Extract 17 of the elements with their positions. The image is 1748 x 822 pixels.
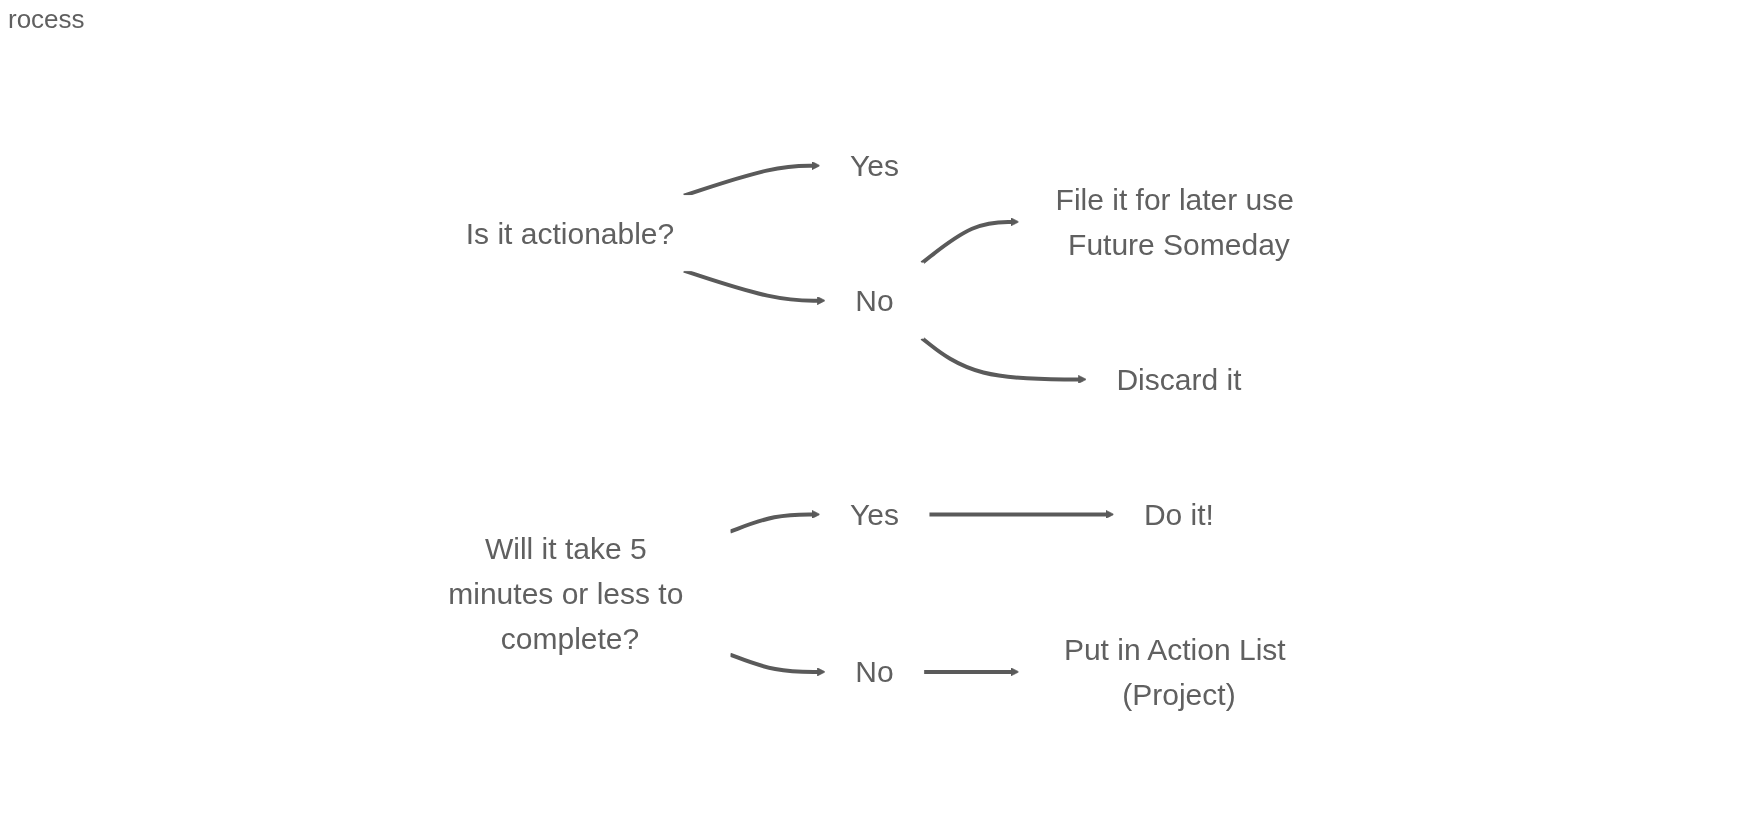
arrow [920,336,1087,384]
node-text: Will it take 5 minutes or less to complete? [447,531,683,655]
node-text: File it for later use Future Someday [1055,182,1294,261]
heading-fragment: rocess [8,4,85,35]
node-text: Put in Action List (Project) [1063,632,1286,711]
node-text: No [854,284,894,318]
arrow [928,510,1114,519]
node-text: Yes [849,497,899,531]
arrow [923,667,1019,677]
node-text: Discard it [1115,362,1241,396]
node-text: Yes [849,149,899,183]
node-text: No [854,655,894,689]
arrow [728,510,820,534]
arrow [920,217,1019,265]
node-text: Is it actionable? [465,216,674,250]
node-text: Do it! [1143,497,1214,531]
arrow [728,652,826,677]
